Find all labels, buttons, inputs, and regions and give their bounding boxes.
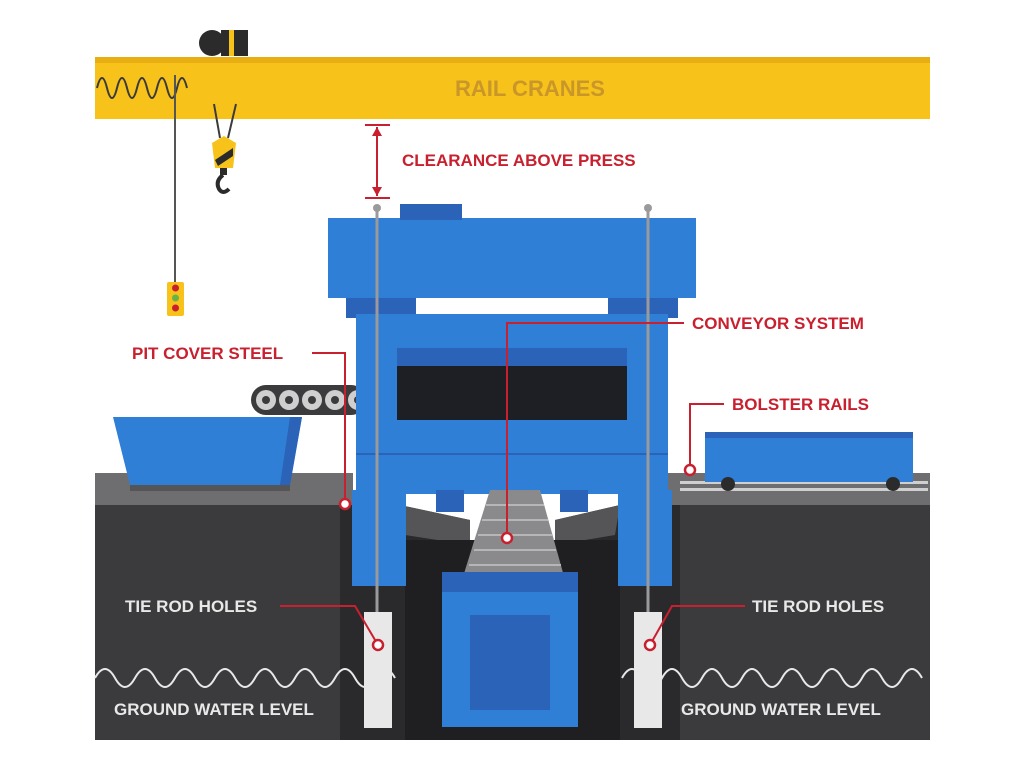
tie-rod-right-leader xyxy=(649,605,745,646)
ground-left xyxy=(95,505,353,740)
press-leg-right xyxy=(618,490,672,586)
crane-title: RAIL CRANES xyxy=(455,76,605,101)
tie-rod-left-marker xyxy=(371,638,385,652)
brand-logo-icon xyxy=(199,30,248,56)
ground-right xyxy=(668,505,930,740)
tie-rod-right-marker xyxy=(643,638,657,652)
label-tie-rod-left: TIE ROD HOLES xyxy=(125,597,257,616)
bolster-leader xyxy=(689,403,724,470)
water-wave-right xyxy=(621,668,923,688)
roller-conveyor xyxy=(251,385,368,415)
callout-markers xyxy=(338,463,697,652)
callout-lines xyxy=(280,322,745,646)
label-pit-cover: PIT COVER STEEL xyxy=(132,344,283,363)
press-machine xyxy=(328,204,696,727)
coil-spring-icon xyxy=(96,77,188,99)
water-wave-left xyxy=(94,668,396,688)
control-pendant-icon xyxy=(167,282,184,316)
label-tie-rod-right: TIE ROD HOLES xyxy=(752,597,884,616)
label-clearance: CLEARANCE ABOVE PRESS xyxy=(402,151,636,170)
conveyor-marker xyxy=(500,531,514,545)
rail-crane: RAIL CRANES xyxy=(95,30,930,316)
pit-slope-left xyxy=(400,505,470,545)
label-ground-water-right: GROUND WATER LEVEL xyxy=(681,700,881,719)
press-bed xyxy=(356,454,668,494)
pit-slope-right xyxy=(555,505,620,545)
clearance-dimension xyxy=(365,124,390,199)
label-bolster-rails: BOLSTER RAILS xyxy=(732,395,869,414)
crane-hook-icon xyxy=(212,103,237,194)
conveyor-leader xyxy=(506,322,684,538)
pit-cover-leader xyxy=(312,352,346,504)
bolster-marker xyxy=(683,463,697,477)
label-ground-water-left: GROUND WATER LEVEL xyxy=(114,700,314,719)
bolster-cart xyxy=(680,432,928,491)
press-leg-left xyxy=(352,490,406,586)
scrap-bin-left xyxy=(113,417,302,491)
pit-cover-marker xyxy=(338,497,352,511)
press-crown xyxy=(328,218,696,298)
label-conveyor: CONVEYOR SYSTEM xyxy=(692,314,864,333)
tie-rod-left-leader xyxy=(280,605,379,646)
crane-beam-shadow xyxy=(95,57,930,63)
